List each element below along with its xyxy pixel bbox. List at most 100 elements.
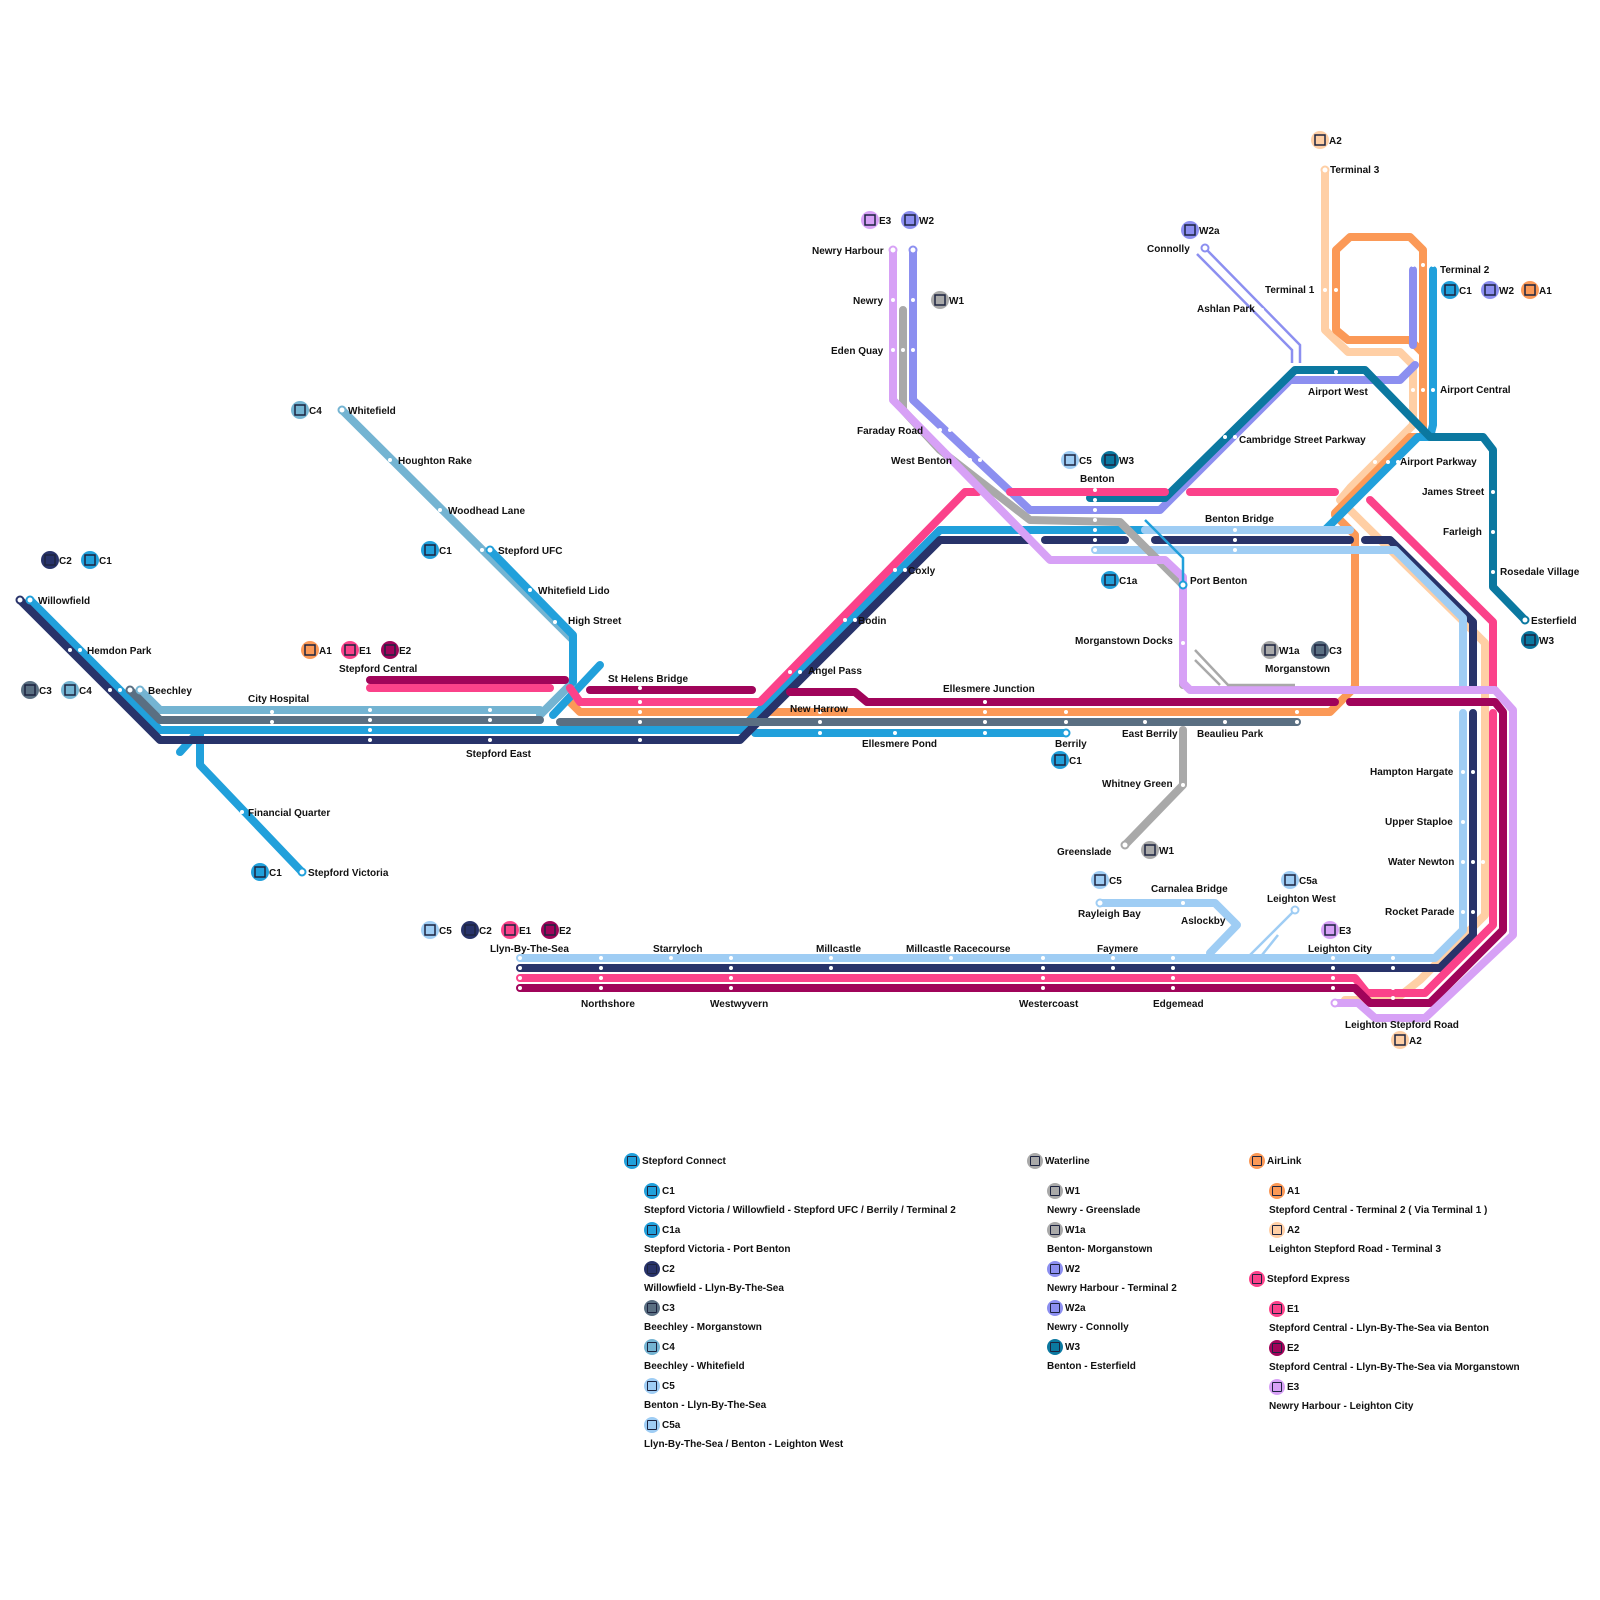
station-label-farleigh[interactable]: Farleigh xyxy=(1443,527,1482,538)
route-badge-w1[interactable]: W1 xyxy=(931,291,964,309)
station-label-hampton-hargate[interactable]: Hampton Hargate xyxy=(1370,767,1454,778)
station-label-millcastle-racecourse[interactable]: Millcastle Racecourse xyxy=(906,944,1011,955)
station-label-greenslade[interactable]: Greenslade xyxy=(1057,847,1112,858)
station-label-east-berrily[interactable]: East Berrily xyxy=(1122,729,1178,740)
legend-line-c5[interactable]: C5 xyxy=(644,1376,956,1396)
route-badge-c1[interactable]: C1 xyxy=(1051,751,1082,769)
legend-line-w2[interactable]: W2 xyxy=(1047,1259,1177,1279)
station-label-morganstown[interactable]: Morganstown xyxy=(1265,664,1330,675)
route-badge-w2a[interactable]: W2a xyxy=(1181,221,1220,239)
legend-line-a2[interactable]: A2 xyxy=(1269,1220,1520,1240)
route-badge-e3[interactable]: E3 xyxy=(1321,921,1352,939)
station-label-edgemead[interactable]: Edgemead xyxy=(1153,999,1204,1010)
station-label-faraday-road[interactable]: Faraday Road xyxy=(857,426,923,437)
station-label-cambridge-street-parkway[interactable]: Cambridge Street Parkway xyxy=(1239,435,1366,446)
station-label-hemdon-park[interactable]: Hemdon Park xyxy=(87,646,152,657)
route-badge-a1[interactable]: A1 xyxy=(301,641,332,659)
station-label-aslockby[interactable]: Aslockby xyxy=(1181,916,1226,927)
station-label-port-benton[interactable]: Port Benton xyxy=(1190,576,1247,587)
station-label-benton-bridge[interactable]: Benton Bridge xyxy=(1205,514,1274,525)
station-label-angel-pass[interactable]: Angel Pass xyxy=(808,666,862,677)
route-badge-w2[interactable]: W2 xyxy=(901,211,934,229)
station-label-rocket-parade[interactable]: Rocket Parade xyxy=(1385,907,1455,918)
route-badge-c5[interactable]: C5 xyxy=(421,921,452,939)
station-label-benton[interactable]: Benton xyxy=(1080,474,1114,485)
station-label-ashlan-park[interactable]: Ashlan Park xyxy=(1197,304,1255,315)
station-label-water-newton[interactable]: Water Newton xyxy=(1388,857,1454,868)
legend-line-w2a[interactable]: W2a xyxy=(1047,1298,1177,1318)
station-label-airport-parkway[interactable]: Airport Parkway xyxy=(1400,457,1477,468)
station-label-whitefield[interactable]: Whitefield xyxy=(348,406,396,417)
route-badge-e3[interactable]: E3 xyxy=(861,211,892,229)
station-label-llyn-by-the-sea[interactable]: Llyn-By-The-Sea xyxy=(490,944,569,955)
route-badge-c5[interactable]: C5 xyxy=(1061,451,1092,469)
legend-line-c3[interactable]: C3 xyxy=(644,1298,956,1318)
station-label-newry[interactable]: Newry xyxy=(853,296,883,307)
station-label-connolly[interactable]: Connolly xyxy=(1147,244,1190,255)
route-badge-c2[interactable]: C2 xyxy=(461,921,492,939)
station-label-west-benton[interactable]: West Benton xyxy=(891,456,952,467)
legend-line-c1a[interactable]: C1a xyxy=(644,1220,956,1240)
route-badge-w2[interactable]: W2 xyxy=(1481,281,1514,299)
route-badge-c1[interactable]: C1 xyxy=(81,551,112,569)
station-label-northshore[interactable]: Northshore xyxy=(581,999,635,1010)
station-label-terminal-1[interactable]: Terminal 1 xyxy=(1265,285,1315,296)
route-badge-w3[interactable]: W3 xyxy=(1521,631,1554,649)
station-label-esterfield[interactable]: Esterfield xyxy=(1531,616,1577,627)
station-label-starryloch[interactable]: Starryloch xyxy=(653,944,702,955)
station-label-beechley[interactable]: Beechley xyxy=(148,686,192,697)
route-badge-w1[interactable]: W1 xyxy=(1141,841,1174,859)
station-label-eden-quay[interactable]: Eden Quay xyxy=(831,346,884,357)
route-badge-c3[interactable]: C3 xyxy=(1311,641,1342,659)
route-badge-w1a[interactable]: W1a xyxy=(1261,641,1300,659)
legend-line-w3[interactable]: W3 xyxy=(1047,1337,1177,1357)
station-label-leighton-west[interactable]: Leighton West xyxy=(1267,894,1336,905)
station-label-rosedale-village[interactable]: Rosedale Village xyxy=(1500,567,1580,578)
station-label-rayleigh-bay[interactable]: Rayleigh Bay xyxy=(1078,909,1141,920)
route-badge-c1[interactable]: C1 xyxy=(1441,281,1472,299)
route-badge-c1a[interactable]: C1a xyxy=(1101,571,1138,589)
station-label-st-helens-bridge[interactable]: St Helens Bridge xyxy=(608,674,688,685)
route-badge-c1[interactable]: C1 xyxy=(251,863,282,881)
legend-line-w1a[interactable]: W1a xyxy=(1047,1220,1177,1240)
station-label-whitney-green[interactable]: Whitney Green xyxy=(1102,779,1173,790)
station-label-city-hospital[interactable]: City Hospital xyxy=(248,694,309,705)
legend-line-c4[interactable]: C4 xyxy=(644,1337,956,1357)
station-label-carnalea-bridge[interactable]: Carnalea Bridge xyxy=(1151,884,1228,895)
station-label-millcastle[interactable]: Millcastle xyxy=(816,944,861,955)
station-label-coxly[interactable]: Coxly xyxy=(908,566,936,577)
legend-line-e1[interactable]: E1 xyxy=(1269,1299,1520,1319)
route-badge-a1[interactable]: A1 xyxy=(1521,281,1552,299)
station-label-westwyvern[interactable]: Westwyvern xyxy=(710,999,768,1010)
station-label-whitefield-lido[interactable]: Whitefield Lido xyxy=(538,586,610,597)
route-badge-c3[interactable]: C3 xyxy=(21,681,52,699)
station-label-woodhead-lane[interactable]: Woodhead Lane xyxy=(448,506,525,517)
station-label-ellesmere-junction[interactable]: Ellesmere Junction xyxy=(943,684,1035,695)
station-label-houghton-rake[interactable]: Houghton Rake xyxy=(398,456,472,467)
legend-line-c2[interactable]: C2 xyxy=(644,1259,956,1279)
station-label-james-street[interactable]: James Street xyxy=(1422,487,1485,498)
station-label-leighton-city[interactable]: Leighton City xyxy=(1308,944,1372,955)
legend-line-e2[interactable]: E2 xyxy=(1269,1338,1520,1358)
route-badge-a2[interactable]: A2 xyxy=(1311,131,1342,149)
station-label-berrily[interactable]: Berrily xyxy=(1055,739,1087,750)
route-badge-e1[interactable]: E1 xyxy=(341,641,372,659)
route-badge-c5a[interactable]: C5a xyxy=(1281,871,1318,889)
route-badge-e2[interactable]: E2 xyxy=(541,921,572,939)
station-label-upper-staploe[interactable]: Upper Staploe xyxy=(1385,817,1453,828)
route-badge-c2[interactable]: C2 xyxy=(41,551,72,569)
route-badge-a2[interactable]: A2 xyxy=(1391,1031,1422,1049)
station-label-financial-quarter[interactable]: Financial Quarter xyxy=(248,808,330,819)
route-badge-c4[interactable]: C4 xyxy=(291,401,322,419)
station-label-airport-central[interactable]: Airport Central xyxy=(1440,385,1511,396)
station-label-terminal-2[interactable]: Terminal 2 xyxy=(1440,265,1490,276)
station-label-terminal-3[interactable]: Terminal 3 xyxy=(1330,165,1380,176)
station-label-westercoast[interactable]: Westercoast xyxy=(1019,999,1079,1010)
station-label-high-street[interactable]: High Street xyxy=(568,616,622,627)
route-badge-c5[interactable]: C5 xyxy=(1091,871,1122,889)
route-badge-w3[interactable]: W3 xyxy=(1101,451,1134,469)
station-label-stepford-ufc[interactable]: Stepford UFC xyxy=(498,546,562,557)
legend-line-w1[interactable]: W1 xyxy=(1047,1181,1177,1201)
station-label-newry-harbour[interactable]: Newry Harbour xyxy=(812,246,884,257)
legend-line-a1[interactable]: A1 xyxy=(1269,1181,1520,1201)
